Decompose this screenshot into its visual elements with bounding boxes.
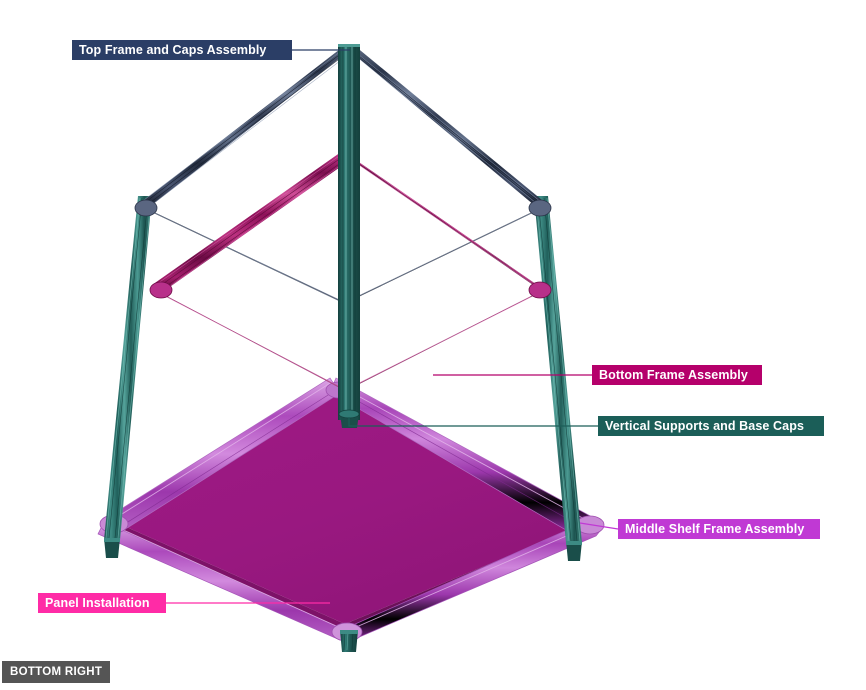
base-cap-right [566,541,582,561]
vertical-post-right [534,196,582,561]
view-orientation-badge: BOTTOM RIGHT [2,661,111,683]
vertical-post-front-foot [340,630,358,652]
vertical-post-center [338,44,360,428]
top-frame-corner-caps [134,199,552,217]
callout-top-frame[interactable]: Top Frame and Caps Assembly [72,40,292,60]
callout-leader-lines [166,49,619,604]
callout-middle-shelf[interactable]: Middle Shelf Frame Assembly [618,519,820,539]
shelf-rail-shadows [119,389,583,528]
middle-frame-corner-caps [149,281,552,299]
callout-vertical-supports[interactable]: Vertical Supports and Base Caps [598,416,824,436]
top-frame-assembly [134,46,552,307]
callout-bottom-frame[interactable]: Bottom Frame Assembly [592,365,762,385]
base-cap-left [104,538,120,558]
middle-frame-assembly [149,152,552,394]
leader-middle-shelf [579,522,619,530]
leader-vertical-supports [348,417,598,427]
shelf-rail-highlights [109,381,595,632]
vertical-post-left [104,196,152,558]
bottom-shelf-assembly [97,377,605,642]
shelf-panel [113,385,588,624]
callout-panel-install[interactable]: Panel Installation [38,593,166,613]
